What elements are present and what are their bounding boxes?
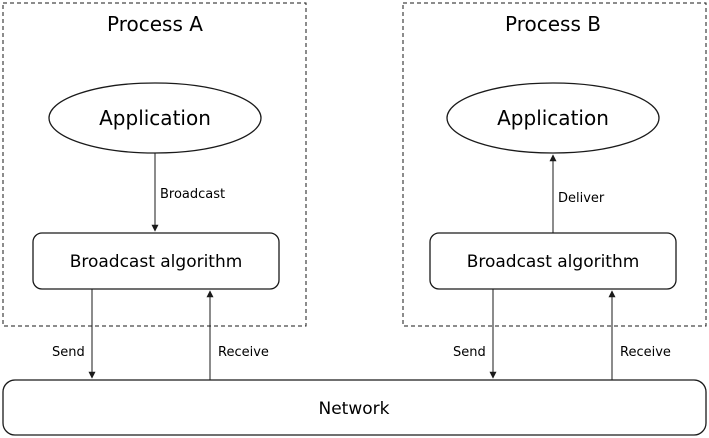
- process-a-broadcast-label: Broadcast: [160, 187, 225, 202]
- process-a-boundary: [2, 2, 307, 327]
- process-b-application-label: Application: [497, 106, 609, 130]
- process-a-group: Process A Application Broadcast Broadcas…: [2, 2, 307, 327]
- process-b-algorithm-node: [429, 232, 677, 290]
- process-b-application-node: [446, 82, 660, 154]
- process-a-send-label: Send: [52, 345, 85, 360]
- process-b-boundary: [402, 2, 707, 327]
- process-a-algorithm-label: Broadcast algorithm: [70, 252, 243, 272]
- process-a-algorithm-node: [32, 232, 280, 290]
- process-b-deliver-label: Deliver: [558, 191, 605, 206]
- process-b-algorithm-label: Broadcast algorithm: [467, 252, 640, 272]
- network-node: [2, 379, 707, 436]
- process-a-application-label: Application: [99, 106, 211, 130]
- process-b-title: Process B: [505, 12, 601, 36]
- network-label: Network: [319, 399, 390, 419]
- process-b-send-label: Send: [453, 345, 486, 360]
- process-a-receive-label: Receive: [218, 345, 269, 360]
- process-b-group: Process B Application Deliver Broadcast …: [402, 2, 707, 327]
- process-b-receive-label: Receive: [620, 345, 671, 360]
- process-a-title: Process A: [107, 12, 203, 36]
